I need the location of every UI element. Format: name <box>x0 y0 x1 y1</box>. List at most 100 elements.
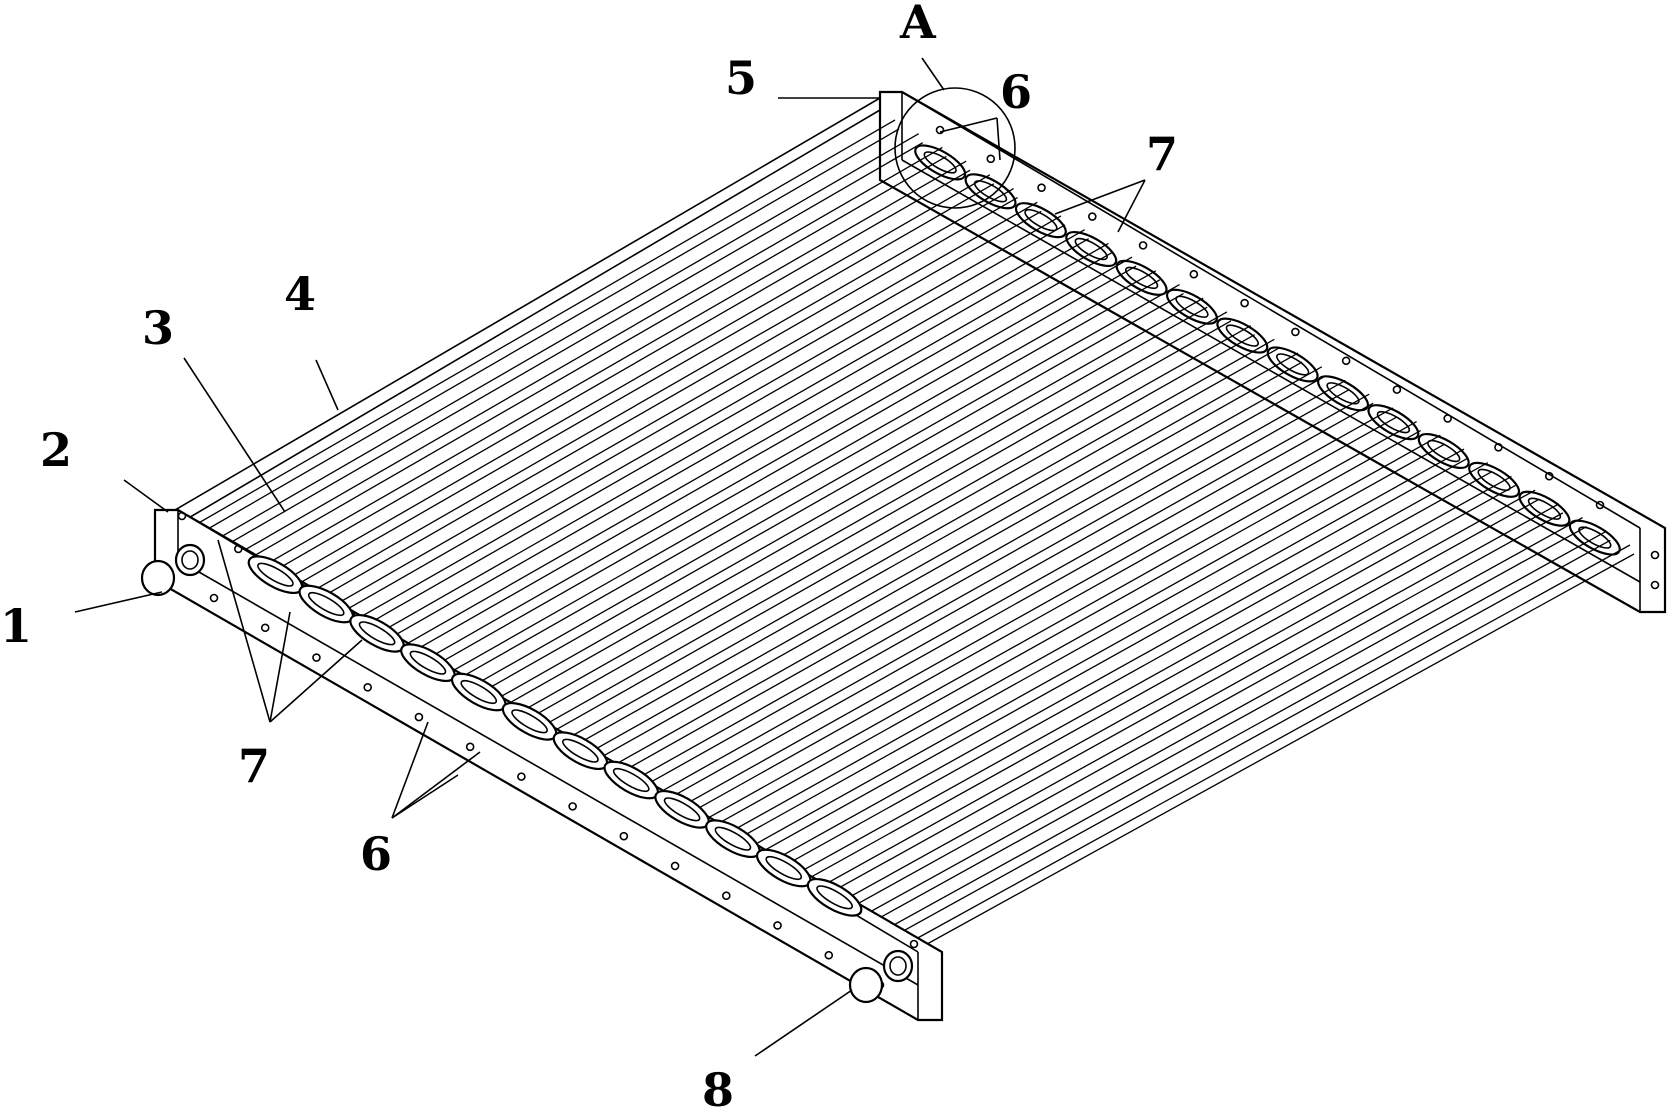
tube-line <box>216 142 924 552</box>
callout-6-top: 6 <box>1000 65 1032 119</box>
tube-line <box>332 210 1042 619</box>
callout-1: 1 <box>0 599 32 653</box>
tube-line <box>193 128 900 538</box>
bolt-hole <box>1037 183 1046 192</box>
bolt-hole <box>1650 580 1660 590</box>
oval-port <box>755 848 812 888</box>
tube-line <box>212 133 920 543</box>
bolt-hole <box>1341 356 1351 366</box>
tube-line <box>881 530 1607 933</box>
tube-line <box>535 325 1251 731</box>
tube-line <box>285 183 995 592</box>
bolt-hole <box>986 154 996 164</box>
bolt-hole <box>234 544 243 554</box>
tube-line <box>235 146 943 556</box>
bolt-hole <box>260 623 270 633</box>
callout-8: 8 <box>702 1063 734 1111</box>
frame-outline <box>174 97 881 527</box>
callout-4: 4 <box>284 267 316 321</box>
tube-line <box>908 553 1635 955</box>
callout-2: 2 <box>40 423 72 477</box>
tube-line <box>674 407 1394 812</box>
tube-line <box>858 517 1583 919</box>
tube-line <box>654 402 1374 807</box>
bolt-hole <box>722 891 731 900</box>
outlet-pipe <box>848 949 914 1004</box>
tube-line <box>374 229 1085 637</box>
tube-line <box>539 334 1255 740</box>
bolt-hole <box>1650 550 1660 560</box>
bolt-hole <box>177 511 187 521</box>
rear-mounting-holes <box>935 125 1660 590</box>
bolt-hole <box>517 772 526 781</box>
tube-line <box>793 484 1516 888</box>
leader-lines <box>74 57 1146 1057</box>
bolt-hole <box>312 653 321 662</box>
callout-7-bottom: 7 <box>238 739 270 793</box>
tube-line <box>701 430 1421 834</box>
tube-line <box>720 434 1441 838</box>
tube-line <box>397 242 1109 650</box>
tube-line <box>743 448 1465 852</box>
tube-line <box>516 320 1232 726</box>
bolt-hole <box>363 683 372 692</box>
tube-line <box>189 119 896 529</box>
tube-line <box>678 416 1398 821</box>
callout-5: 5 <box>725 51 757 105</box>
tube-bundle <box>189 119 1635 955</box>
tube-line <box>493 306 1208 713</box>
tube-line <box>812 489 1536 892</box>
tube-line <box>424 265 1137 673</box>
oval-port <box>806 877 863 917</box>
inlet-pipe <box>140 543 206 597</box>
callout-3: 3 <box>142 301 174 355</box>
tube-line <box>885 539 1611 942</box>
tube-line <box>262 169 971 578</box>
tube-line <box>401 251 1113 659</box>
tube-line <box>766 462 1489 865</box>
tube-line <box>747 457 1469 861</box>
bolt-hole <box>1088 212 1097 221</box>
bolt-hole <box>1595 500 1605 510</box>
tube-line <box>281 174 991 583</box>
bolt-hole <box>209 593 219 603</box>
oval-port <box>1014 202 1067 239</box>
oval-port <box>349 613 405 653</box>
tube-line <box>562 347 1279 753</box>
detail-circle-A <box>894 87 1016 209</box>
tube-line <box>724 443 1445 847</box>
bolt-hole <box>1544 471 1554 481</box>
tube-line <box>447 279 1161 686</box>
tube-line <box>789 475 1512 879</box>
tube-line <box>239 155 947 565</box>
tube-line <box>650 393 1370 798</box>
oval-port <box>1367 404 1420 441</box>
front-oval-ports <box>247 555 863 917</box>
tube-line <box>862 526 1587 928</box>
bolt-hole <box>1443 414 1452 423</box>
bolt-hole <box>824 950 834 960</box>
bolt-hole <box>670 861 680 871</box>
oval-port <box>1417 432 1470 470</box>
tube-line <box>627 379 1346 785</box>
bolt-hole <box>568 802 577 811</box>
tube-line <box>558 338 1275 744</box>
tube-line <box>378 238 1089 646</box>
tube-line <box>816 498 1540 901</box>
tube-line <box>631 388 1350 794</box>
tube-line <box>308 196 1018 605</box>
bolt-hole <box>1240 298 1249 308</box>
bolt-hole <box>1392 385 1402 394</box>
oval-port <box>914 144 967 181</box>
tube-line <box>328 201 1038 610</box>
bolt-hole <box>935 125 945 135</box>
tube-line <box>489 297 1204 704</box>
bolt-hole <box>773 921 782 930</box>
tube-line <box>304 187 1014 596</box>
tube-line <box>835 503 1560 906</box>
tube-line <box>443 270 1157 677</box>
bolt-hole <box>465 742 475 752</box>
tube-line <box>770 471 1493 874</box>
